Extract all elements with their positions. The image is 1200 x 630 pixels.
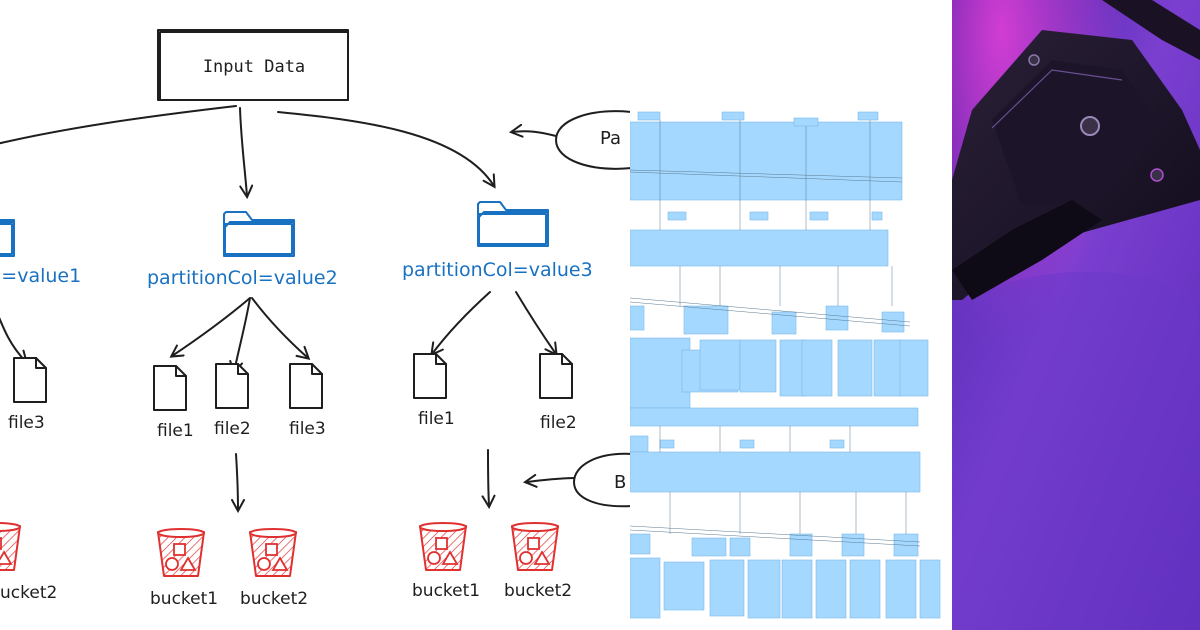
input-data-node: Input Data (157, 29, 349, 101)
arrow-root-to-partition3 (277, 111, 494, 186)
partition-3-bucket-1-label: bucket1 (412, 581, 480, 601)
root-arrows (0, 105, 494, 196)
bucket-icon (157, 528, 205, 577)
arrow-partition2-to-buckets (236, 453, 238, 510)
partition-2-bucket-1-label: bucket1 (150, 589, 218, 609)
partition-1-file-1-label: file3 (8, 413, 45, 433)
partition-2-file-2-label: file2 (214, 419, 251, 439)
arrow-root-to-partition2 (239, 107, 247, 196)
flowchart-boxes (630, 111, 941, 619)
partition-3: partitionCol=value3 file1 file2 bucket1 … (402, 201, 593, 601)
bucket-icon (511, 522, 559, 571)
arrow-partition1-to-file (0, 317, 26, 362)
side-annotation-top: Pa (512, 110, 630, 170)
partition-1-label: l=value1 (0, 265, 81, 287)
partition-diagram: Input Data Pa l=value1 file3 ucket2 (0, 29, 630, 609)
arrow-partition2-to-file1 (172, 297, 251, 356)
bucket-icon (249, 528, 297, 577)
arrow-partition3-to-file1 (432, 291, 491, 354)
partition-1: l=value1 file3 ucket2 (0, 211, 81, 603)
file-icon (153, 365, 187, 411)
partition-3-label: partitionCol=value3 (402, 259, 593, 281)
arrow-partition3-to-file2 (515, 291, 556, 354)
partition-2-label: partitionCol=value2 (147, 267, 338, 289)
partition-3-file-2-label: file2 (540, 413, 577, 433)
flowchart-canvas (630, 111, 941, 619)
product-photo-image (952, 0, 1200, 630)
file-icon (13, 357, 47, 403)
partition-2-bucket-2-label: bucket2 (240, 589, 308, 609)
flowchart-thumbnail (630, 0, 952, 630)
arrow-partition3-to-buckets (488, 449, 489, 506)
partition-2-file-3-label: file3 (289, 419, 326, 439)
file-icon (539, 353, 573, 399)
folder-icon (477, 201, 549, 247)
partition-3-bucket-2-label: bucket2 (504, 581, 572, 601)
side-annotation-bottom: B (526, 452, 630, 508)
folder-icon (223, 211, 295, 257)
side-label-bottom: B (614, 472, 626, 493)
arrow-partition2-to-file3 (251, 297, 308, 358)
product-photo (952, 0, 1200, 630)
bucket-icon (419, 522, 467, 571)
partition-3-file-1-label: file1 (418, 409, 455, 429)
folder-icon (0, 211, 15, 257)
partition-2: partitionCol=value2 file1 file2 file3 bu… (147, 211, 338, 609)
diagram-canvas: Input Data Pa l=value1 file3 ucket2 (0, 29, 630, 609)
file-icon (289, 363, 323, 409)
bucket-icon (0, 522, 21, 571)
partition-2-file-1-label: file1 (157, 421, 194, 441)
file-icon (413, 353, 447, 399)
side-label-top: Pa (600, 128, 621, 149)
file-icon (215, 363, 249, 409)
flowchart-connectors (630, 120, 921, 547)
arrow-root-to-partition1 (0, 105, 237, 145)
input-data-label: Input Data (203, 57, 305, 77)
partition-1-bucket-1-label: ucket2 (0, 583, 57, 603)
